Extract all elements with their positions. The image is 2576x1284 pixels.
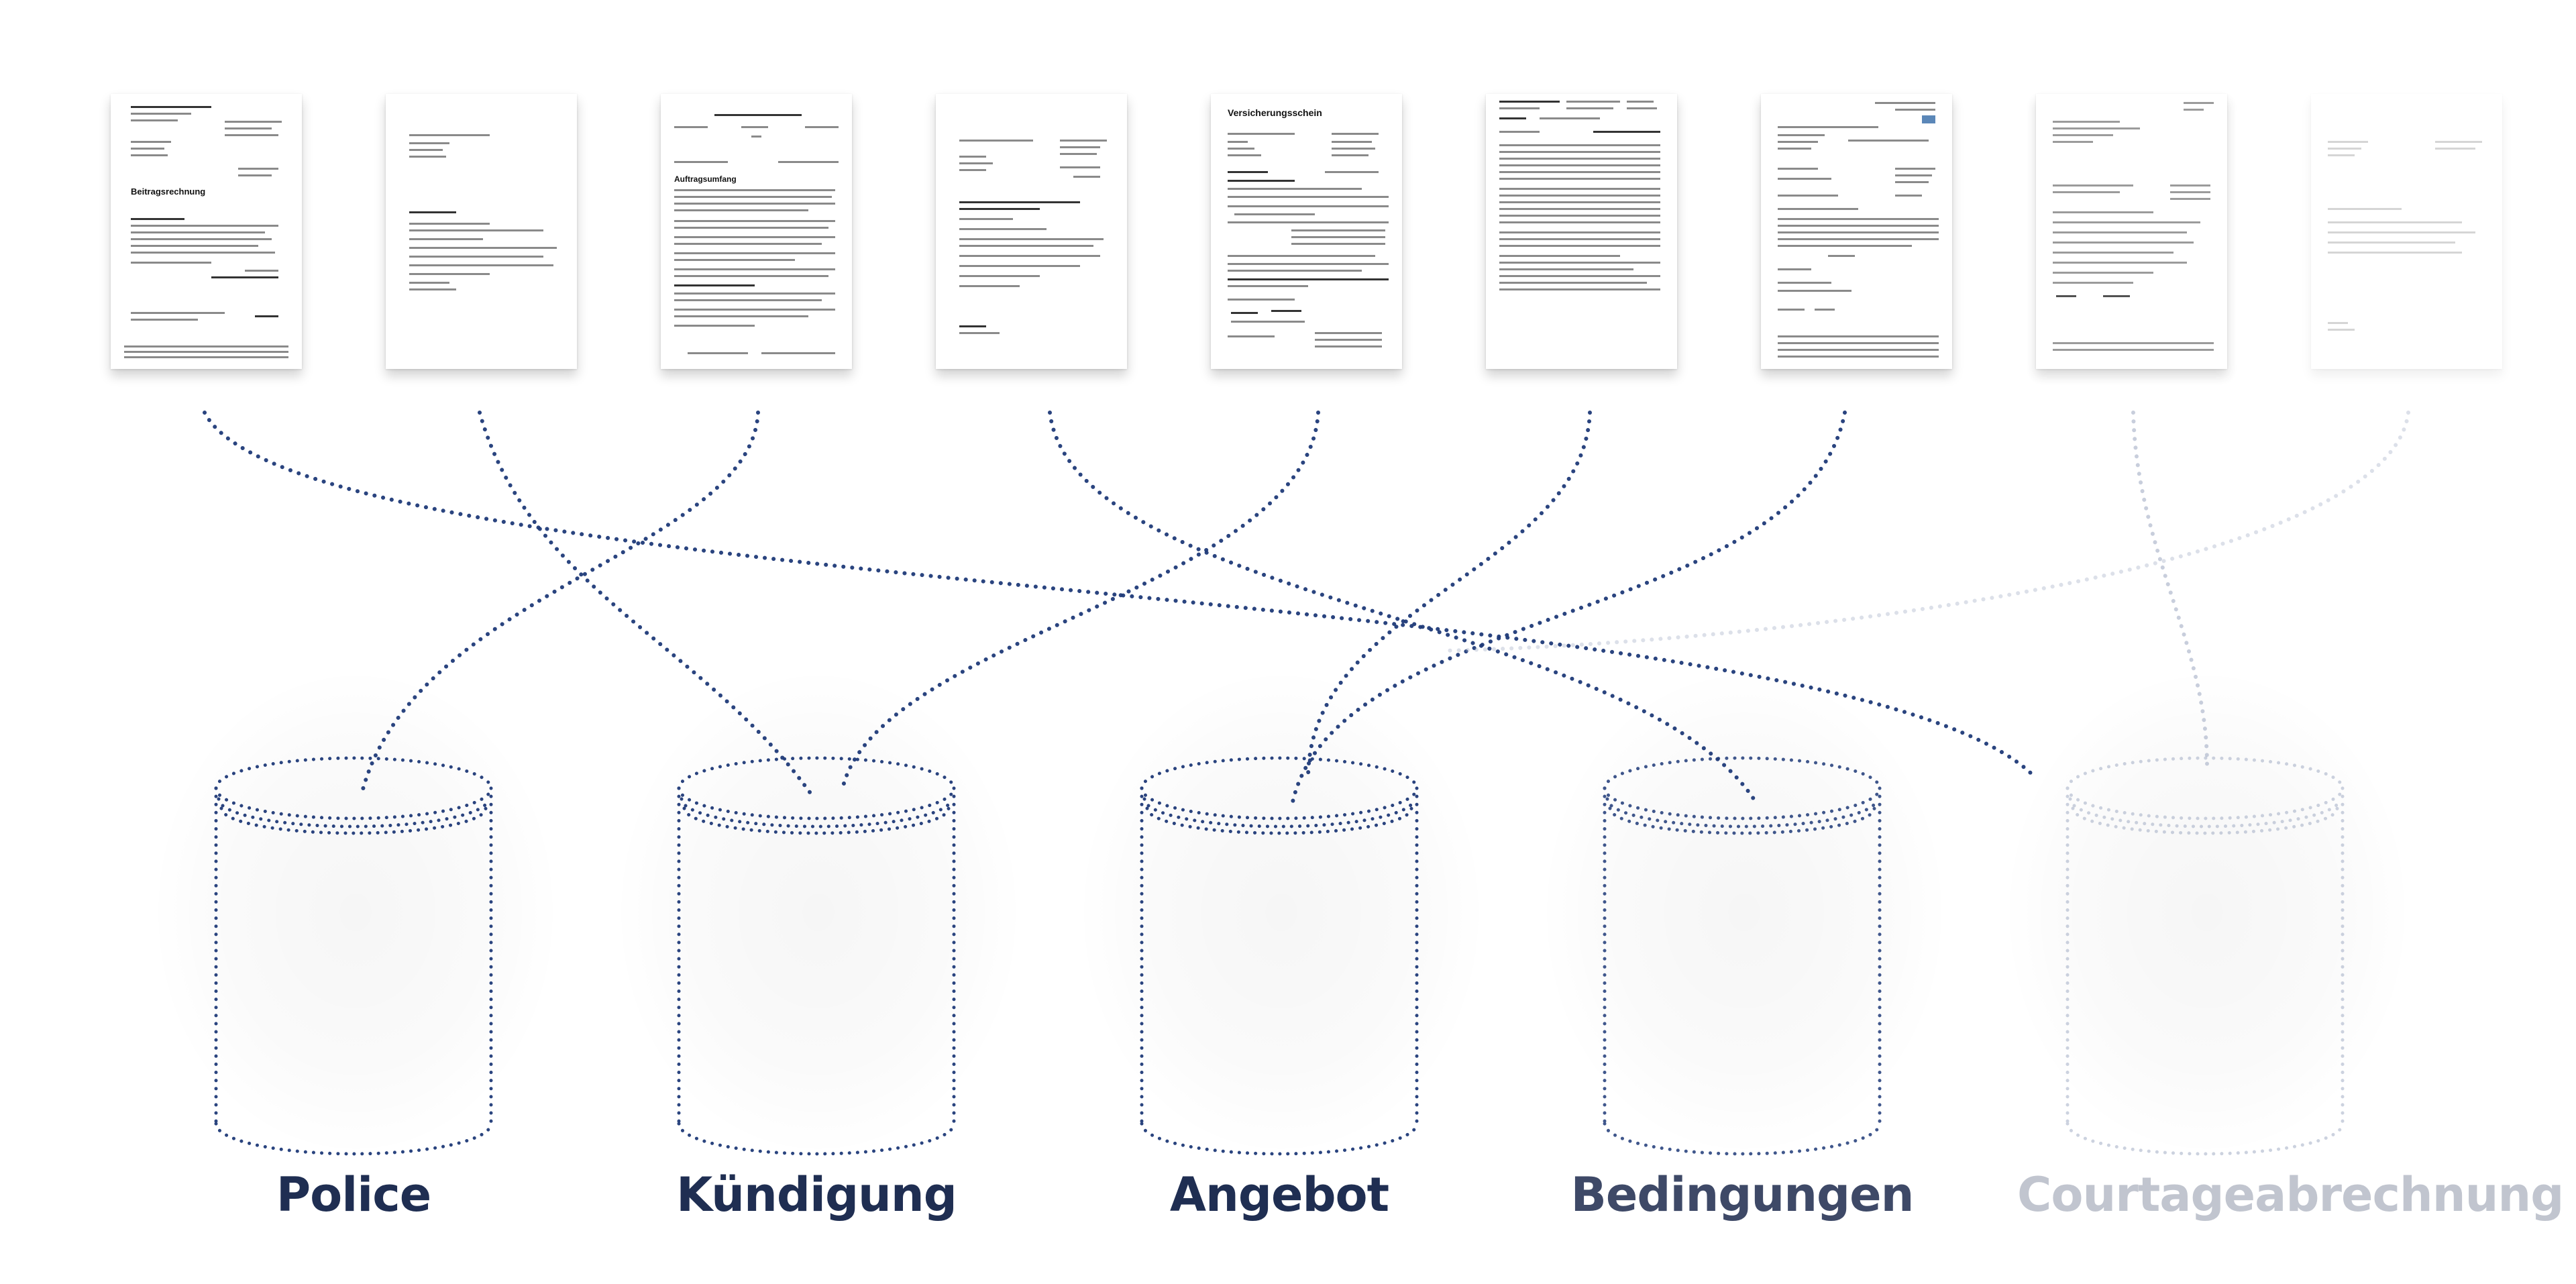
route-line-3 <box>360 411 760 794</box>
category-cylinder-5 <box>2065 756 2345 1156</box>
cylinder-outline <box>2065 786 2345 820</box>
cylinder-outline <box>214 1122 493 1156</box>
cylinder-outline <box>2068 797 2342 828</box>
document-thumbnail-4 <box>936 94 1127 369</box>
document-title: Versicherungsschein <box>1228 107 1322 118</box>
document-thumbnail-1: Beitragsrechnung <box>111 94 302 369</box>
route-line-9 <box>1440 411 2410 653</box>
route-line-2 <box>478 411 814 797</box>
cylinder-outline <box>677 1122 956 1156</box>
route-line-8 <box>2131 411 2209 767</box>
category-cylinder-4 <box>1603 756 1882 1156</box>
cylinder-outline <box>214 786 493 820</box>
cylinder-outline <box>1603 756 1882 790</box>
cylinder-outline <box>2065 756 2345 790</box>
category-label-bedingungen: Bedingungen <box>1570 1167 1915 1222</box>
category-label-kuendigung: Kündigung <box>676 1167 957 1222</box>
document-title: Auftragsumfang <box>674 174 737 184</box>
cylinder-outline <box>680 797 953 828</box>
cylinder-outline <box>217 797 490 828</box>
cylinder-outline <box>214 756 493 790</box>
category-cylinder-1 <box>214 756 493 1156</box>
route-line-5 <box>840 411 1320 794</box>
cylinder-outline <box>1140 756 1419 790</box>
cylinder-outline <box>1608 806 1876 835</box>
cylinder-outline <box>1145 806 1413 835</box>
document-title: Beitragsrechnung <box>131 186 206 197</box>
cylinder-outline <box>677 786 956 820</box>
cylinder-outline <box>1142 797 1416 828</box>
cylinder-outline <box>219 806 488 835</box>
cylinder-outline <box>2065 1122 2345 1156</box>
route-line-4 <box>1048 411 1760 807</box>
cylinder-outline <box>682 806 951 835</box>
document-thumbnail-8 <box>2036 94 2227 369</box>
category-cylinder-2 <box>677 756 956 1156</box>
cylinder-outline <box>2071 806 2339 835</box>
cylinder-outline <box>677 756 956 790</box>
document-thumbnail-5: Versicherungsschein <box>1211 94 1402 369</box>
cylinder-outline <box>1603 786 1882 820</box>
document-thumbnail-7 <box>1761 94 1952 369</box>
document-thumbnail-9 <box>2311 94 2502 369</box>
document-thumbnail-2 <box>386 94 577 369</box>
cylinder-outline <box>1140 786 1419 820</box>
cylinder-outline <box>1605 797 1879 828</box>
category-label-police: Police <box>276 1167 431 1222</box>
category-cylinder-3 <box>1140 756 1419 1156</box>
category-label-angebot: Angebot <box>1169 1167 1389 1222</box>
document-thumbnail-3: Auftragsumfang <box>661 94 852 369</box>
route-line-6 <box>1306 411 1592 780</box>
document-thumbnail-6 <box>1486 94 1677 369</box>
cylinder-outline <box>1603 1122 1882 1156</box>
category-label-courtageabrechnung: Courtageabrechnung <box>2017 1167 2564 1222</box>
cylinder-outline <box>1140 1122 1419 1156</box>
